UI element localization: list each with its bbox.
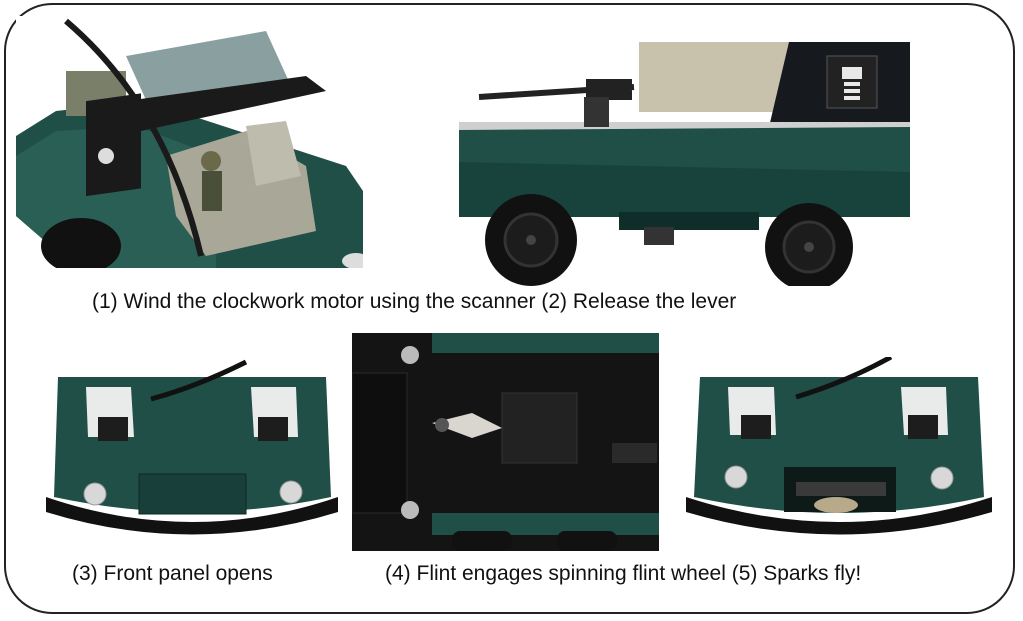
toy-car-with-scanner-antenna-icon [16,16,363,268]
underside-flint-mechanism-icon [352,333,659,551]
photo-underside-flint [352,333,659,551]
photo-front-panel-open [686,357,992,541]
toy-car-side-with-gun-icon [459,42,910,286]
caption-step-3: (3) Front panel opens [72,562,273,585]
photo-car-top-scanner [16,16,363,268]
caption-steps-4-5: (4) Flint engages spinning flint wheel (… [385,562,862,585]
photo-front-panel-closed [46,357,338,540]
caption-steps-1-2: (1) Wind the clockwork motor using the s… [92,290,737,313]
photo-car-side-wheels [459,42,910,286]
car-front-closed-icon [46,357,338,540]
car-front-open-icon [686,357,992,541]
